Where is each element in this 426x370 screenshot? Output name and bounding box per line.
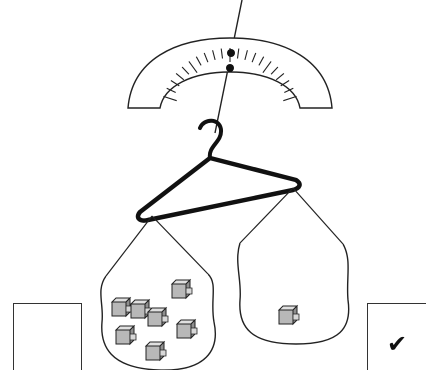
right-bag <box>238 243 349 344</box>
right-bag-blocks <box>279 306 299 324</box>
cube-block-icon <box>172 280 192 298</box>
cube-block-icon <box>112 298 132 316</box>
spring-scale-dial-icon <box>128 38 332 108</box>
dial-tick <box>163 96 176 100</box>
check-mark-icon: ✔ <box>368 330 426 358</box>
cube-block-icon <box>177 320 197 338</box>
cube-block-icon <box>116 326 136 344</box>
answer-box-right[interactable]: ✔ <box>367 303 426 370</box>
pivot-dot-bottom <box>226 64 234 72</box>
pivot-dot-top <box>227 49 235 57</box>
answer-box-left[interactable] <box>13 303 82 370</box>
cube-block-icon <box>148 308 168 326</box>
dial-tick <box>283 96 296 100</box>
cube-block-icon <box>146 342 166 360</box>
cube-block-icon <box>279 306 299 324</box>
